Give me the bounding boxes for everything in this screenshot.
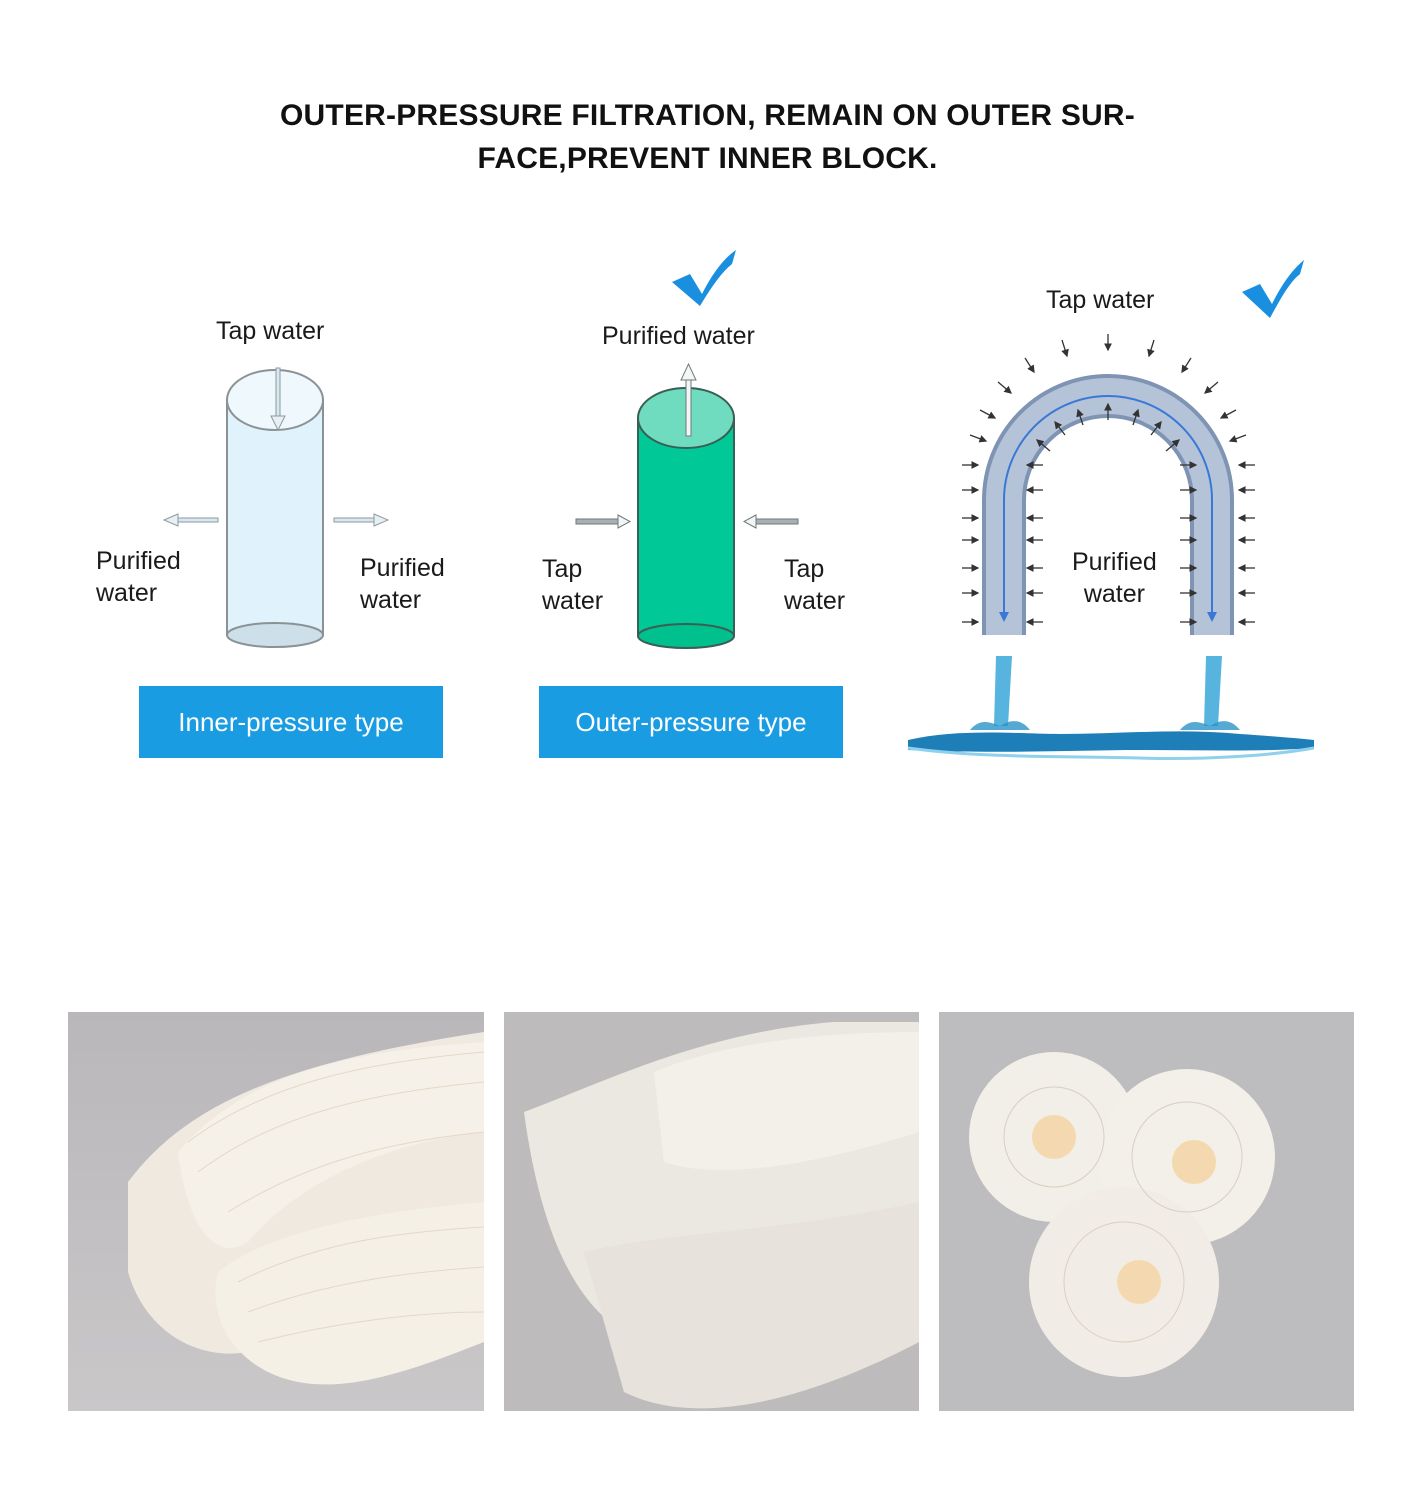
label-line: Tap <box>784 555 825 583</box>
u-tube-membrane-icon <box>907 334 1315 760</box>
label-line: water <box>360 586 422 614</box>
checkmark-icon <box>1242 260 1304 318</box>
fiber-coils-photo <box>939 1012 1354 1411</box>
mesh-wrapped-fiber-photo <box>504 1012 919 1411</box>
label-line: water <box>96 579 158 607</box>
purified-water-label: Purified water <box>602 322 755 350</box>
label-line: water <box>542 587 604 615</box>
inner-pressure-type-badge: Inner-pressure type <box>139 686 443 758</box>
u-tube-purified-label: Purified water <box>1072 546 1157 610</box>
label-line: Purified <box>96 547 181 575</box>
outer-pressure-type-badge: Outer-pressure type <box>539 686 843 758</box>
fiber-coils-image <box>939 1012 1354 1411</box>
outer-cylinder-icon <box>575 362 799 649</box>
left-tap-water-label: Tap water <box>542 553 603 617</box>
headline-line-2: FACE,PREVENT INNER BLOCK. <box>477 142 938 175</box>
inner-cylinder-icon <box>162 367 390 648</box>
label-line: water <box>784 587 846 615</box>
label-line: water <box>1083 580 1145 608</box>
u-tube-tap-water-label: Tap water <box>1046 286 1155 314</box>
right-purified-label: Purified water <box>360 552 445 616</box>
hollow-fiber-bundle-photo <box>68 1012 484 1411</box>
left-purified-label: Purified water <box>96 545 181 609</box>
mesh-fiber-image <box>504 1012 919 1411</box>
tap-water-label: Tap water <box>216 317 325 345</box>
label-line: Tap <box>542 555 583 583</box>
label-line: Purified <box>360 554 445 582</box>
fiber-bundle-image <box>68 1012 484 1411</box>
headline-line-1: OUTER-PRESSURE FILTRATION, REMAIN ON OUT… <box>280 99 1135 132</box>
label-line: Purified <box>1072 548 1157 576</box>
headline: OUTER-PRESSURE FILTRATION, REMAIN ON OUT… <box>0 94 1415 180</box>
checkmark-icon <box>672 250 736 306</box>
right-tap-water-label: Tap water <box>784 553 845 617</box>
